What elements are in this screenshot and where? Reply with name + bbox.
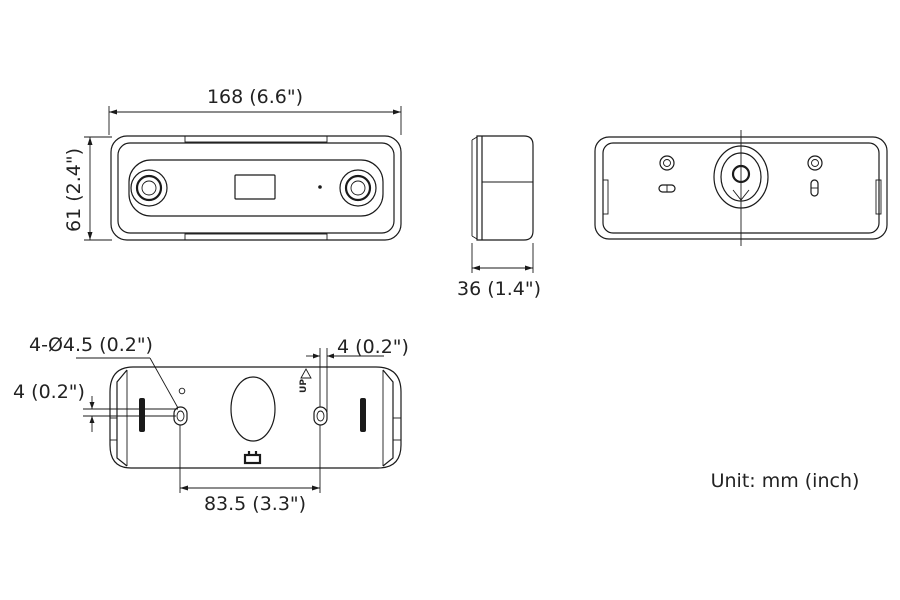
side-mount-top [471,136,478,141]
front-top-ridge [184,135,328,143]
mount-hole-left-core [176,410,185,422]
left-lens-icon [130,169,168,207]
mount-right-tab [392,417,402,441]
hole-diameter-label: 4-Ø4.5 (0.2") [29,334,153,356]
arrow-head [393,109,401,115]
front-body-outline [110,135,402,241]
mounting-view: UP 4-Ø4.5 (0.2") 4 (0.2") 4 (0.2") 83.5 … [13,334,409,515]
arrow-head [472,265,480,271]
indicator-led [318,185,322,189]
front-bottom-ridge [184,233,328,241]
height-label: 61 (2.4") [63,148,85,232]
arrow-head [327,353,334,359]
right-lens-core [350,180,366,196]
mount-left-bracket [116,369,128,467]
arrow-head [89,416,95,423]
arrow-head [109,109,117,115]
rear-connector-tab [732,189,750,201]
arrow-head [87,137,93,145]
depth-label: 36 (1.4") [457,278,541,300]
up-arrow-icon [300,368,312,379]
right-offset-label: 4 (0.2") [337,336,409,358]
arrow-head [87,232,93,240]
width-label: 168 (6.6") [207,86,303,108]
rear-cable-port-outer [713,145,769,209]
front-lens-panel [128,159,384,217]
mount-hole-right [313,406,328,426]
spacing-label: 83.5 (3.3") [204,493,306,515]
arrow-head [312,485,320,491]
arrow-head [313,353,320,359]
side-body-outline [476,135,534,241]
rear-screw-right-icon [807,155,823,171]
mount-right-bracket [382,369,394,467]
rear-screw-left-icon [659,155,675,171]
rear-screw-left-core [663,159,671,167]
connector-symbol-icon [243,453,262,465]
rear-view [594,130,888,246]
arrow-head [180,485,188,491]
unit-note: Unit: mm (inch) [711,470,860,492]
mount-cable-opening [230,376,276,442]
rear-right-clip [875,179,882,215]
rear-left-clip [602,179,609,215]
mount-left-slot [139,398,145,432]
arrow-head [525,265,533,271]
rear-connector-icon [731,164,751,184]
arrow-head [89,402,95,409]
mount-hole-right-core [316,410,325,422]
front-view: 168 (6.6") 61 (2.4") [63,86,402,241]
right-lens-ring [344,174,372,202]
mount-left-tab [109,417,118,441]
rear-screw-right-core [811,159,819,167]
side-view: 36 (1.4") [457,135,541,300]
side-mount-bottom [471,235,478,240]
left-offset-label: 4 (0.2") [13,381,85,403]
sensor-window [234,174,276,200]
mount-body-outline [109,366,402,469]
rear-cable-port-inner [720,152,762,202]
front-body-inner [117,142,395,234]
left-lens-core [141,180,157,196]
mount-right-slot [360,398,366,432]
hole-leader-diagonal [149,357,179,409]
right-lens-icon [339,169,377,207]
up-label: UP [299,379,309,393]
mount-pin-hole [178,387,186,395]
left-lens-ring [135,174,163,202]
